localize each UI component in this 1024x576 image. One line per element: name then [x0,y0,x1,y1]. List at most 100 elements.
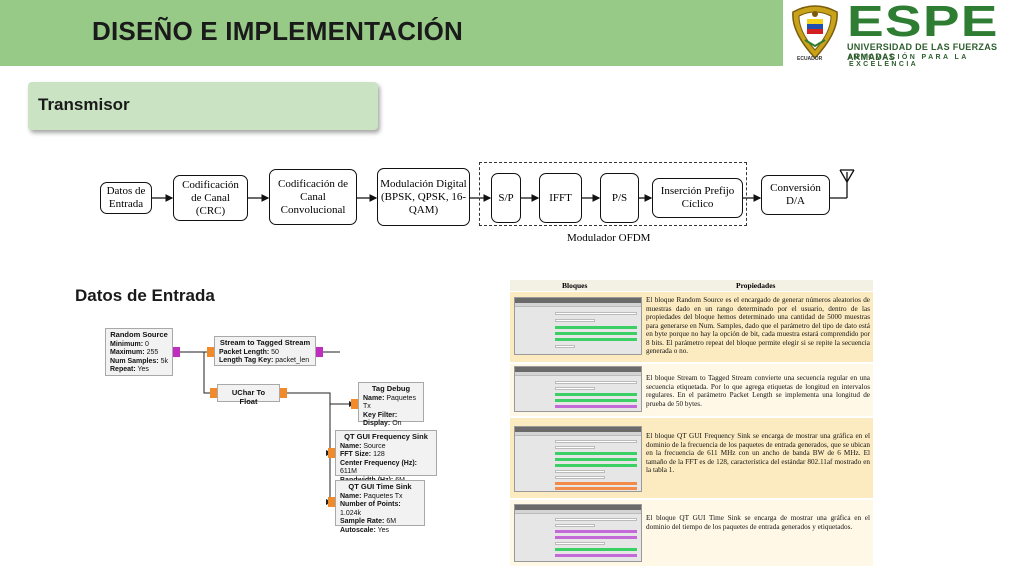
output-port[interactable] [280,388,287,398]
block-codificacion-crc: Codificación de Canal (CRC) [173,175,248,221]
block-ifft: IFFT [539,173,582,223]
table-row: El bloque Random Source es el encargado … [510,292,873,362]
table-row: El bloque Stream to Tagged Stream convie… [510,364,873,416]
input-port[interactable] [328,448,335,458]
param-key: Center Frequency (Hz): [340,459,418,467]
block-insercion-prefijo: Inserción Prefijo Cíclico [652,178,743,218]
param-value: Source [363,442,386,450]
node-title: QT GUI Time Sink [348,482,412,491]
param-key: Repeat: [110,366,136,374]
param-value: packet_len [275,357,310,365]
param-key: Display: [363,420,391,428]
slide-title: DISEÑO E IMPLEMENTACIÓN [92,16,464,46]
node-title: QT GUI Frequency Sink [344,432,428,441]
param-value: On [392,420,402,428]
datos-entrada-heading: Datos de Entrada [75,286,215,305]
param-value: Paquetes Tx [363,492,403,500]
output-port[interactable] [316,347,323,357]
param-key: Length Tag Key: [219,357,274,365]
param-value: 611M [340,468,357,476]
transmisor-box: Transmisor [28,82,378,130]
node-tag-debug[interactable]: Tag Debug Name: Paquetes Tx Key Filter: … [358,382,424,427]
block-conversion-da: Conversión D/A [761,175,830,215]
node-qt-gui-time-sink[interactable]: QT GUI Time Sink Name: Paquetes Tx Numbe… [335,480,425,534]
table-row: El bloque QT GUI Time Sink se encarga de… [510,500,873,566]
window-titlebar [515,427,641,432]
window-tabs [515,303,641,307]
param-value: 255 [146,349,159,357]
column-header-propiedades: Propiedades [736,281,776,290]
antenna-icon [830,169,855,199]
transmitter-block-diagram: Modulador OFDM Datos de Entrada Codifica… [95,160,865,250]
row-description: El bloque Stream to Tagged Stream convie… [646,374,870,408]
input-port[interactable] [210,388,217,398]
node-qt-gui-frequency-sink[interactable]: QT GUI Frequency Sink Name: Source FFT S… [335,430,437,484]
node-random-source[interactable]: Random Source Minimum: 0 Maximum: 255 Nu… [105,328,173,376]
param-value: Yes [377,526,390,534]
param-value: 50 [271,348,279,356]
gnuradio-flowgraph: Random Source Minimum: 0 Maximum: 255 Nu… [100,322,450,572]
window-titlebar [515,298,641,303]
param-value: Paquetes Tx [363,394,416,411]
param-value: 1.024k [340,509,362,517]
input-port[interactable] [351,399,358,409]
row-description: El bloque QT GUI Time Sink se encarga de… [646,514,870,531]
blocks-properties-table: Bloques Propiedades El bloque Random Sou… [510,280,873,566]
header-bar: DISEÑO E IMPLEMENTACIÓN ECUADOR ESPE UNI… [0,0,1024,68]
espe-wordmark: ESPE [847,0,999,46]
param-value: 5k [160,357,168,365]
param-key: Key Filter: [363,411,398,419]
seal-caption: ECUADOR [797,56,823,62]
node-title: UChar To Float [231,388,266,406]
espe-logo: ECUADOR ESPE UNIVERSIDAD DE LAS FUERZAS … [783,0,1024,68]
logo-subtitle: UNIVERSIDAD DE LAS FUERZAS ARMADAS [847,42,998,62]
window-titlebar [515,505,641,510]
window-tabs [515,372,641,376]
param-key: Name: [340,442,362,450]
row-description: El bloque QT GUI Frequency Sink se encar… [646,432,870,474]
table-row: El bloque QT GUI Frequency Sink se encar… [510,418,873,498]
block-s-p: S/P [491,173,521,223]
param-key: Name: [363,394,385,402]
param-value: 0 [145,340,149,348]
ofdm-modulator-label: Modulador OFDM [567,232,651,244]
block-p-s: P/S [600,173,639,223]
param-key: Maximum: [110,349,145,357]
param-value: 6M [386,518,397,526]
block-diagram-arrows [152,169,855,202]
param-key: Num Samples: [110,357,159,365]
window-tabs [515,510,641,514]
ofdm-modulator-frame [479,162,747,226]
window-titlebar [515,367,641,372]
properties-window-screenshot [514,366,642,412]
param-key: FFT Size: [340,451,372,459]
window-tabs [515,432,641,436]
section-label: Transmisor [38,95,130,114]
param-key: Number of Points: [340,501,401,509]
row-description: El bloque Random Source es el encargado … [646,296,870,355]
block-datos-entrada: Datos de Entrada [100,182,152,214]
param-key: Autoscale: [340,526,376,534]
table-header: Bloques Propiedades [510,280,873,291]
node-title: Random Source [110,330,168,339]
param-value: 128 [373,451,385,459]
logo-tagline: INNOVACIÓN PARA LA EXCELENCIA [849,54,969,68]
param-value: Yes [137,366,149,374]
node-stream-to-tagged-stream[interactable]: Stream to Tagged Stream Packet Length: 5… [214,336,316,366]
block-codificacion-convolucional: Codificación de Canal Convolucional [269,169,357,225]
param-key: Sample Rate: [340,518,385,526]
node-title: Stream to Tagged Stream [219,338,311,347]
param-key: Packet Length: [219,348,270,356]
block-modulacion-digital: Modulación Digital (BPSK, QPSK, 16-QAM) [377,168,470,226]
university-seal-icon [792,5,838,60]
input-port[interactable] [207,347,214,357]
properties-window-screenshot [514,297,642,355]
input-port[interactable] [328,497,335,507]
column-header-bloques: Bloques [562,281,588,290]
node-uchar-to-float[interactable]: UChar To Float [217,384,280,405]
param-key: Name: [340,492,362,500]
param-key: Minimum: [110,340,144,348]
properties-window-screenshot [514,504,642,562]
output-port[interactable] [173,347,180,357]
properties-window-screenshot [514,426,642,492]
